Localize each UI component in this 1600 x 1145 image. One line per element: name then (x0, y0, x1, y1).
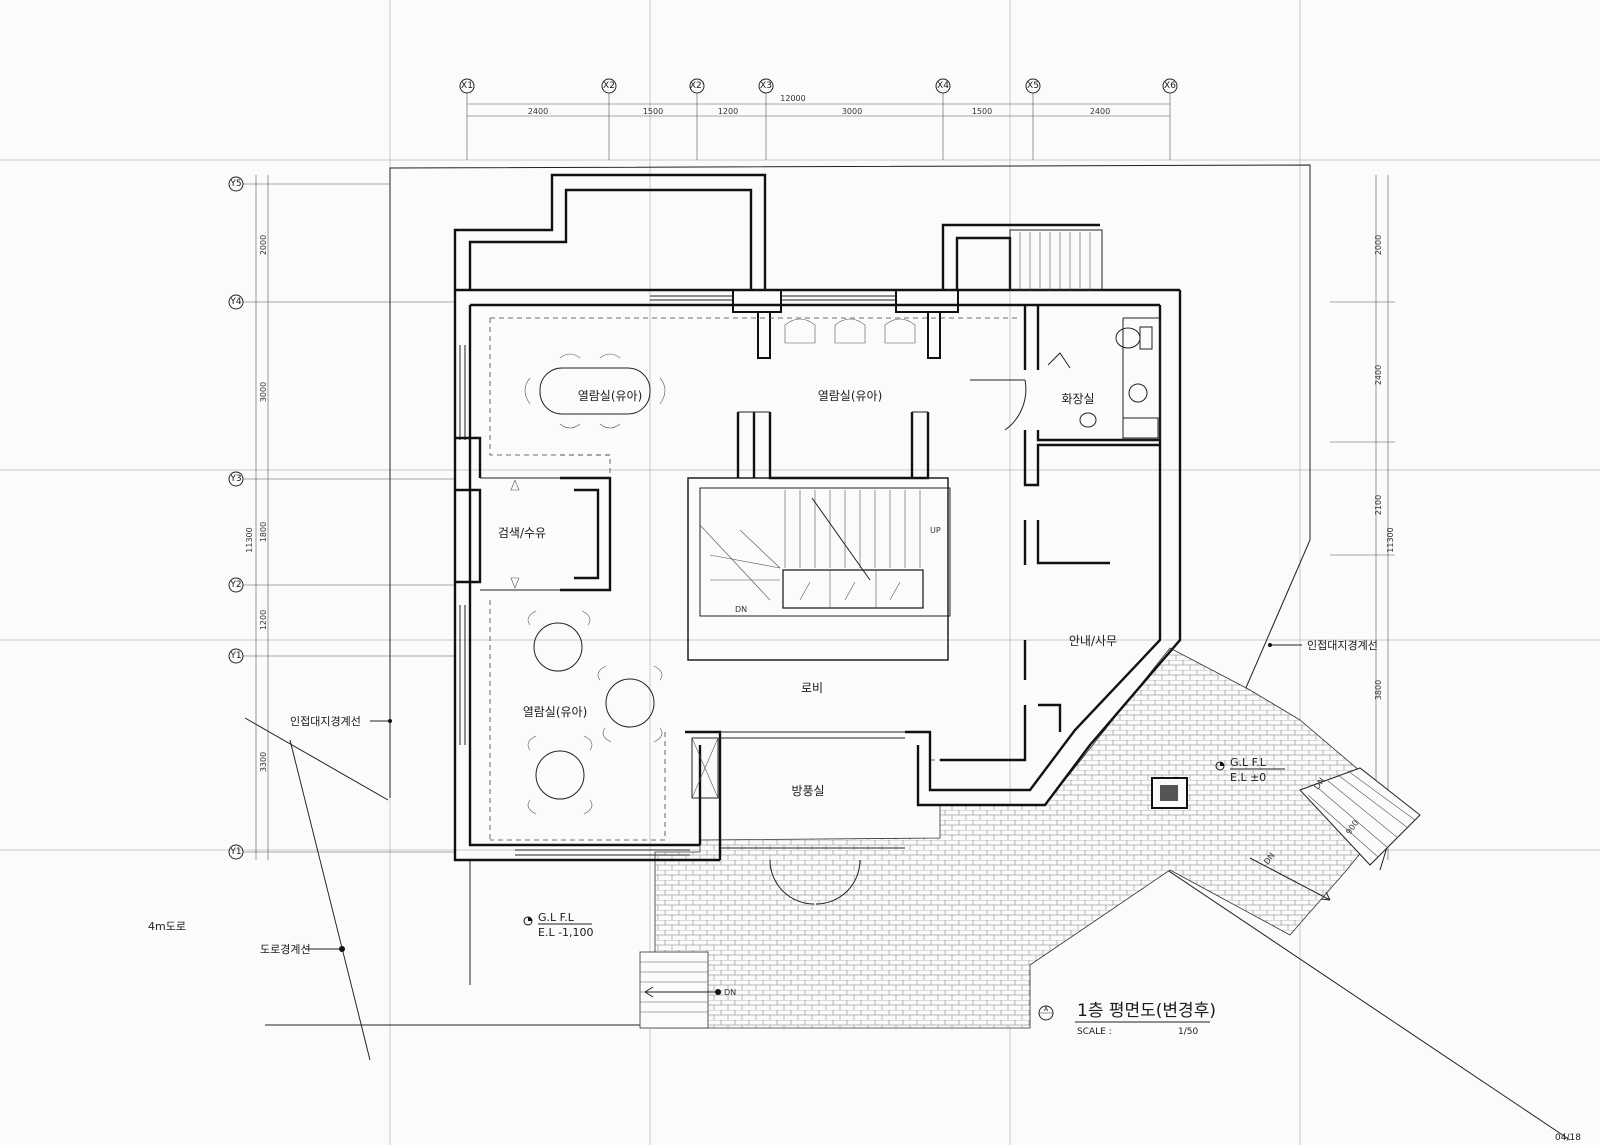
svg-text:X2': X2' (690, 81, 704, 91)
room-label-search: 검색/수유 (498, 526, 546, 540)
svg-text:X1: X1 (461, 81, 473, 91)
road-boundary-label: 도로경계선 (260, 943, 311, 956)
svg-text:Y4: Y4 (229, 297, 241, 307)
level-marker-deck: G.L F.L E.L ±0 (1215, 756, 1285, 784)
level-marker-outer: G.L F.L E.L -1,100 (523, 911, 594, 939)
room-label-reading-sw: 열람실(유아) (523, 705, 588, 719)
grid-bubble-x5: X5 (1025, 78, 1041, 160)
exterior-walls (453, 173, 1182, 862)
dim-left-seg-3: 1800 (259, 522, 268, 542)
svg-text:X6: X6 (1164, 81, 1176, 91)
svg-text:Y3: Y3 (229, 474, 241, 484)
title-block: A 1층 평면도(변경후) SCALE : 1/50 04/18 (1038, 1001, 1581, 1143)
dim-left-seg-4: 1200 (259, 610, 268, 630)
site-notes: 인접대지경계선 인접대지경계선 4m도로 도로경계선 (148, 639, 1378, 956)
stair-up-label: UP (930, 526, 941, 535)
dim-top-seg-3: 1200 (718, 107, 738, 116)
grid-bubble-x2-prime: X2' (689, 78, 705, 160)
furniture (524, 318, 1188, 815)
dim-right-seg-3: 2100 (1374, 495, 1383, 515)
room-label-reading-n: 열람실(유아) (818, 389, 883, 403)
road-label: 4m도로 (148, 920, 186, 933)
svg-text:G.L F.L: G.L F.L (538, 911, 575, 924)
drawing-title: 1층 평면도(변경후) (1077, 1001, 1216, 1021)
neighbor-boundary-left-label: 인접대지경계선 (290, 715, 361, 728)
svg-text:E.L ±0: E.L ±0 (1230, 771, 1266, 784)
grid-bubble-y2: Y2 (228, 577, 455, 593)
dim-right-seg-2: 2400 (1374, 365, 1383, 385)
grid-bubble-y1-lower: Y1 (228, 844, 455, 860)
room-label-lobby: 로비 (801, 681, 823, 695)
grid-bubble-x2: X2 (601, 78, 617, 160)
svg-text:Y2: Y2 (229, 580, 241, 590)
grid-bubble-y3: Y3 (228, 471, 455, 487)
neighbor-boundary-right-label: 인접대지경계선 (1307, 639, 1378, 652)
svg-text:Y5: Y5 (229, 179, 241, 189)
left-grid-axis: Y5 Y4 Y3 Y2 Y1 Y1 11300 2000 3000 1800 1… (228, 175, 455, 860)
dim-top-seg-1: 2400 (528, 107, 548, 116)
grid-bubble-y5: Y5 (228, 176, 390, 192)
svg-text:X5: X5 (1027, 81, 1039, 91)
dim-left-total: 11300 (245, 527, 254, 552)
room-label-reading-nw: 열람실(유아) (578, 389, 643, 403)
grid-bubble-y4: Y4 (228, 294, 455, 310)
room-label-office: 안내/사무 (1069, 634, 1117, 648)
dim-right-total: 11300 (1386, 527, 1395, 552)
dim-top-total: 12000 (780, 94, 805, 103)
grid-bubble-x6: X6 (1162, 78, 1178, 160)
dim-right-seg-1: 2000 (1374, 235, 1383, 255)
dim-left-seg-2: 3000 (259, 382, 268, 402)
room-labels: 열람실(유아) 열람실(유아) 열람실(유아) 검색/수유 화장실 안내/사무 … (498, 389, 1117, 798)
dim-top-seg-4: 3000 (842, 107, 862, 116)
grid-bubble-y1-upper: Y1 (228, 648, 455, 664)
svg-text:X3: X3 (760, 81, 772, 91)
dim-left-seg-5: 3300 (259, 752, 268, 772)
paved-deck: DN (639, 647, 1401, 1029)
dim-left-seg-1: 2000 (259, 235, 268, 255)
svg-text:E.L -1,100: E.L -1,100 (538, 926, 594, 939)
stair-dn-label: DN (735, 605, 747, 614)
dim-top-seg-2: 1500 (643, 107, 663, 116)
front-steps-dn-label: DN (724, 988, 736, 997)
svg-text:X2: X2 (603, 81, 615, 91)
room-label-restroom: 화장실 (1061, 392, 1094, 406)
dim-top-seg-5: 1500 (972, 107, 992, 116)
svg-text:G.L F.L: G.L F.L (1230, 756, 1267, 769)
corner-note: 04/18 (1555, 1133, 1581, 1143)
scale-label: SCALE : (1077, 1027, 1112, 1037)
grid-bubble-x3: X3 (758, 78, 774, 160)
scale-value: 1/50 (1178, 1027, 1198, 1037)
section-mark: A (1044, 1006, 1049, 1013)
svg-text:X4: X4 (937, 81, 949, 91)
top-grid-axis: X1 X2 X2' X3 X4 X5 X6 12000 2400 1500 12… (459, 78, 1178, 160)
room-label-windbreak: 방풍실 (791, 784, 824, 798)
dim-right-seg-4: 3800 (1374, 680, 1383, 700)
interior-walls: UP DN (455, 305, 1161, 905)
svg-text:Y1: Y1 (229, 651, 241, 661)
svg-text:Y1: Y1 (229, 847, 241, 857)
grid-bubble-x4: X4 (935, 78, 951, 160)
stair-treads (699, 490, 924, 609)
grid-bubble-x1: X1 (459, 78, 475, 160)
dim-top-seg-6: 2400 (1090, 107, 1110, 116)
level-markers: G.L F.L E.L -1,100 G.L F.L E.L ±0 (523, 756, 1285, 939)
right-dimensions: 11300 2000 2400 2100 3800 (1330, 175, 1395, 860)
